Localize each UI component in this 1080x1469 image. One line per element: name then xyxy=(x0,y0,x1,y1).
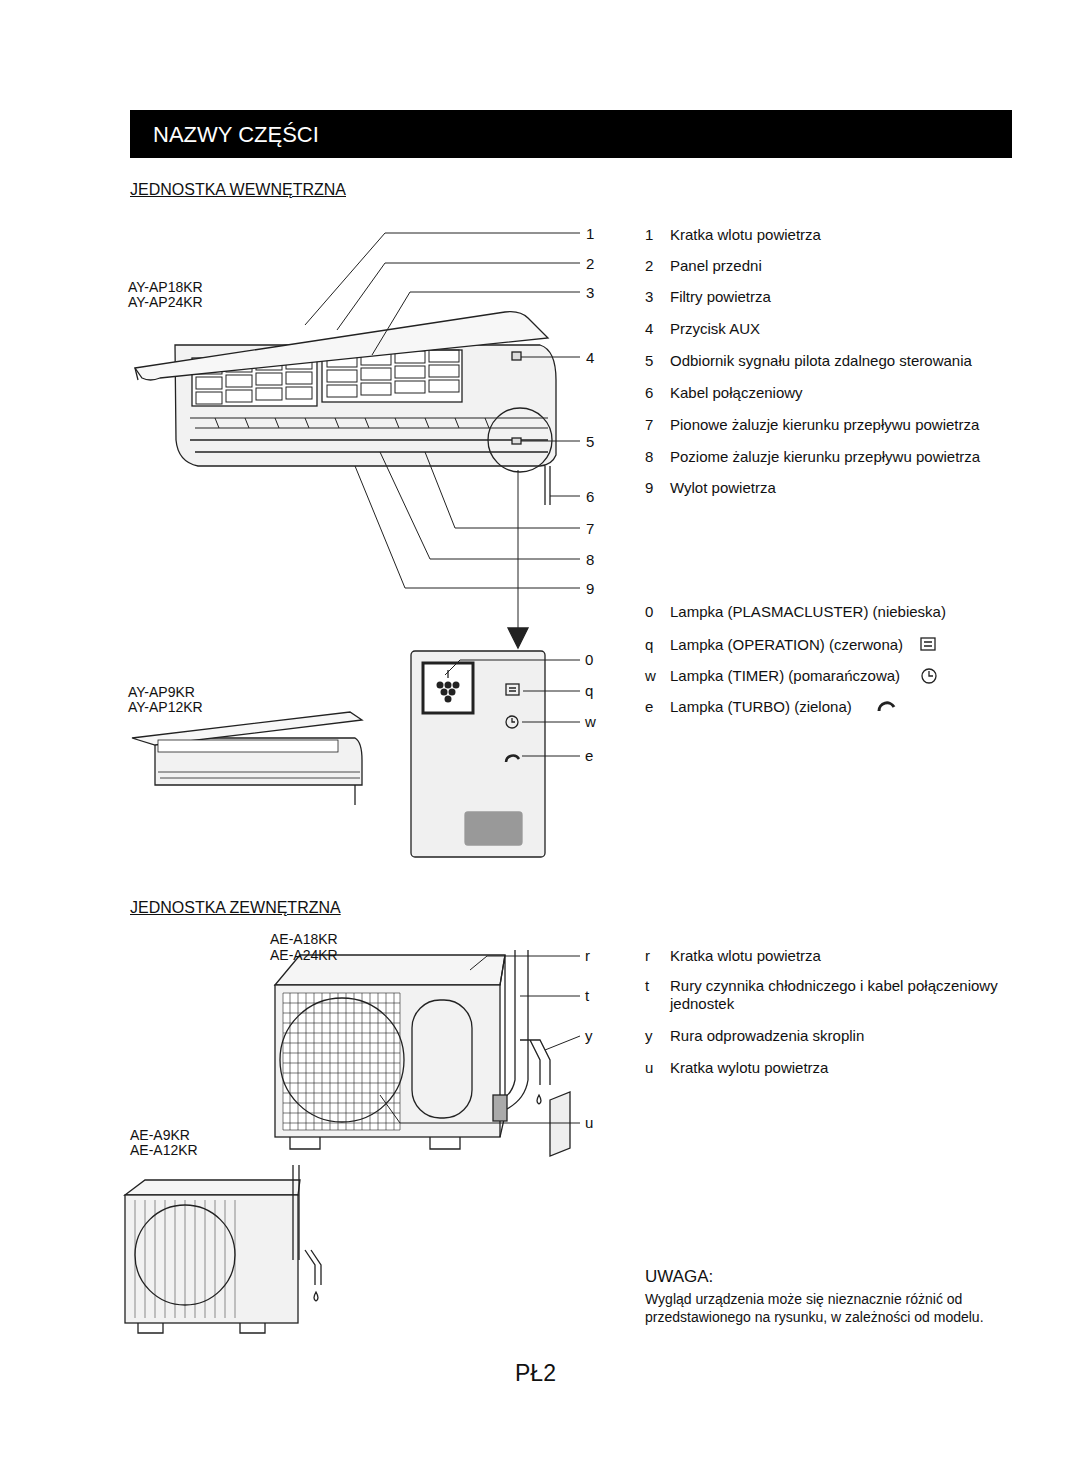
model-name: AE-A12KR xyxy=(130,1141,198,1159)
note-text: Wygląd urządzenia może się nieznacznie r… xyxy=(645,1290,1005,1326)
model-name: AY-AP12KR xyxy=(128,698,203,716)
callout-number: 2 xyxy=(586,255,594,273)
callout-number: y xyxy=(585,1027,593,1045)
callout-number: e xyxy=(585,747,593,765)
part-name: Poziome żaluzje kierunku przepływu powie… xyxy=(670,448,980,466)
page-number: PŁ2 xyxy=(515,1360,556,1387)
list-number: 5 xyxy=(645,352,653,370)
list-number: 2 xyxy=(645,257,653,275)
lamp-name: Lampka (TURBO) (zielona) xyxy=(670,698,852,716)
list-number: e xyxy=(645,698,653,716)
callout-number: u xyxy=(585,1114,593,1132)
model-name: AE-A9KR xyxy=(130,1126,190,1144)
lamp-name: Lampka (PLASMACLUSTER) (niebieska) xyxy=(670,603,946,621)
callout-number: 3 xyxy=(586,284,594,302)
callout-number: 1 xyxy=(586,225,594,243)
lamp-name: Lampka (TIMER) (pomarańczowa) xyxy=(670,667,900,685)
list-number: 8 xyxy=(645,448,653,466)
section-heading: JEDNOSTKA ZEWNĘTRZNA xyxy=(130,898,341,918)
list-number: 7 xyxy=(645,416,653,434)
list-number: 1 xyxy=(645,226,653,244)
list-number: y xyxy=(645,1027,653,1045)
list-number: 9 xyxy=(645,479,653,497)
note-heading: UWAGA: xyxy=(645,1266,713,1287)
list-number: r xyxy=(645,947,650,965)
section-heading: JEDNOSTKA WEWNĘTRZNA xyxy=(130,180,346,200)
callout-number: t xyxy=(585,987,589,1005)
callout-number: q xyxy=(585,682,593,700)
list-number: 0 xyxy=(645,603,653,621)
part-name: Pionowe żaluzje kierunku przepływu powie… xyxy=(670,416,979,434)
list-number: w xyxy=(645,667,656,685)
part-name: Panel przedni xyxy=(670,257,762,275)
callout-number: 0 xyxy=(585,651,593,669)
callout-number: 8 xyxy=(586,551,594,569)
part-name: Kabel połączeniowy xyxy=(670,384,803,402)
model-name: AY-AP9KR xyxy=(128,683,195,701)
part-name: Kratka wlotu powietrza xyxy=(670,226,821,244)
list-number: 6 xyxy=(645,384,653,402)
list-number: 3 xyxy=(645,288,653,306)
part-name: Odbiornik sygnału pilota zdalnego sterow… xyxy=(670,352,972,370)
callout-number: w xyxy=(585,713,596,731)
model-name: AY-AP18KR xyxy=(128,278,203,296)
title-text: NAZWY CZĘŚCI xyxy=(153,122,319,148)
callout-number: 4 xyxy=(586,349,594,367)
part-name: Kratka wlotu powietrza xyxy=(670,947,821,965)
list-number: t xyxy=(645,977,649,995)
callout-number: r xyxy=(585,947,590,965)
part-name: Filtry powietrza xyxy=(670,288,771,306)
callout-number: 9 xyxy=(586,580,594,598)
part-name: Wylot powietrza xyxy=(670,479,776,497)
list-number: q xyxy=(645,636,653,654)
part-name: Przycisk AUX xyxy=(670,320,760,338)
model-name: AE-A24KR xyxy=(270,946,338,964)
list-number: 4 xyxy=(645,320,653,338)
part-name: Rura odprowadzenia skroplin xyxy=(670,1027,864,1045)
lamp-name: Lampka (OPERATION) (czerwona) xyxy=(670,636,903,654)
list-number: u xyxy=(645,1059,653,1077)
title-band: NAZWY CZĘŚCI xyxy=(130,110,1012,158)
model-name: AY-AP24KR xyxy=(128,293,203,311)
callout-number: 5 xyxy=(586,433,594,451)
part-name: Kratka wylotu powietrza xyxy=(670,1059,828,1077)
model-name: AE-A18KR xyxy=(270,930,338,948)
callout-number: 7 xyxy=(586,520,594,538)
callout-number: 6 xyxy=(586,488,594,506)
part-name: Rury czynnika chłodniczego i kabel połąc… xyxy=(670,977,1000,1013)
